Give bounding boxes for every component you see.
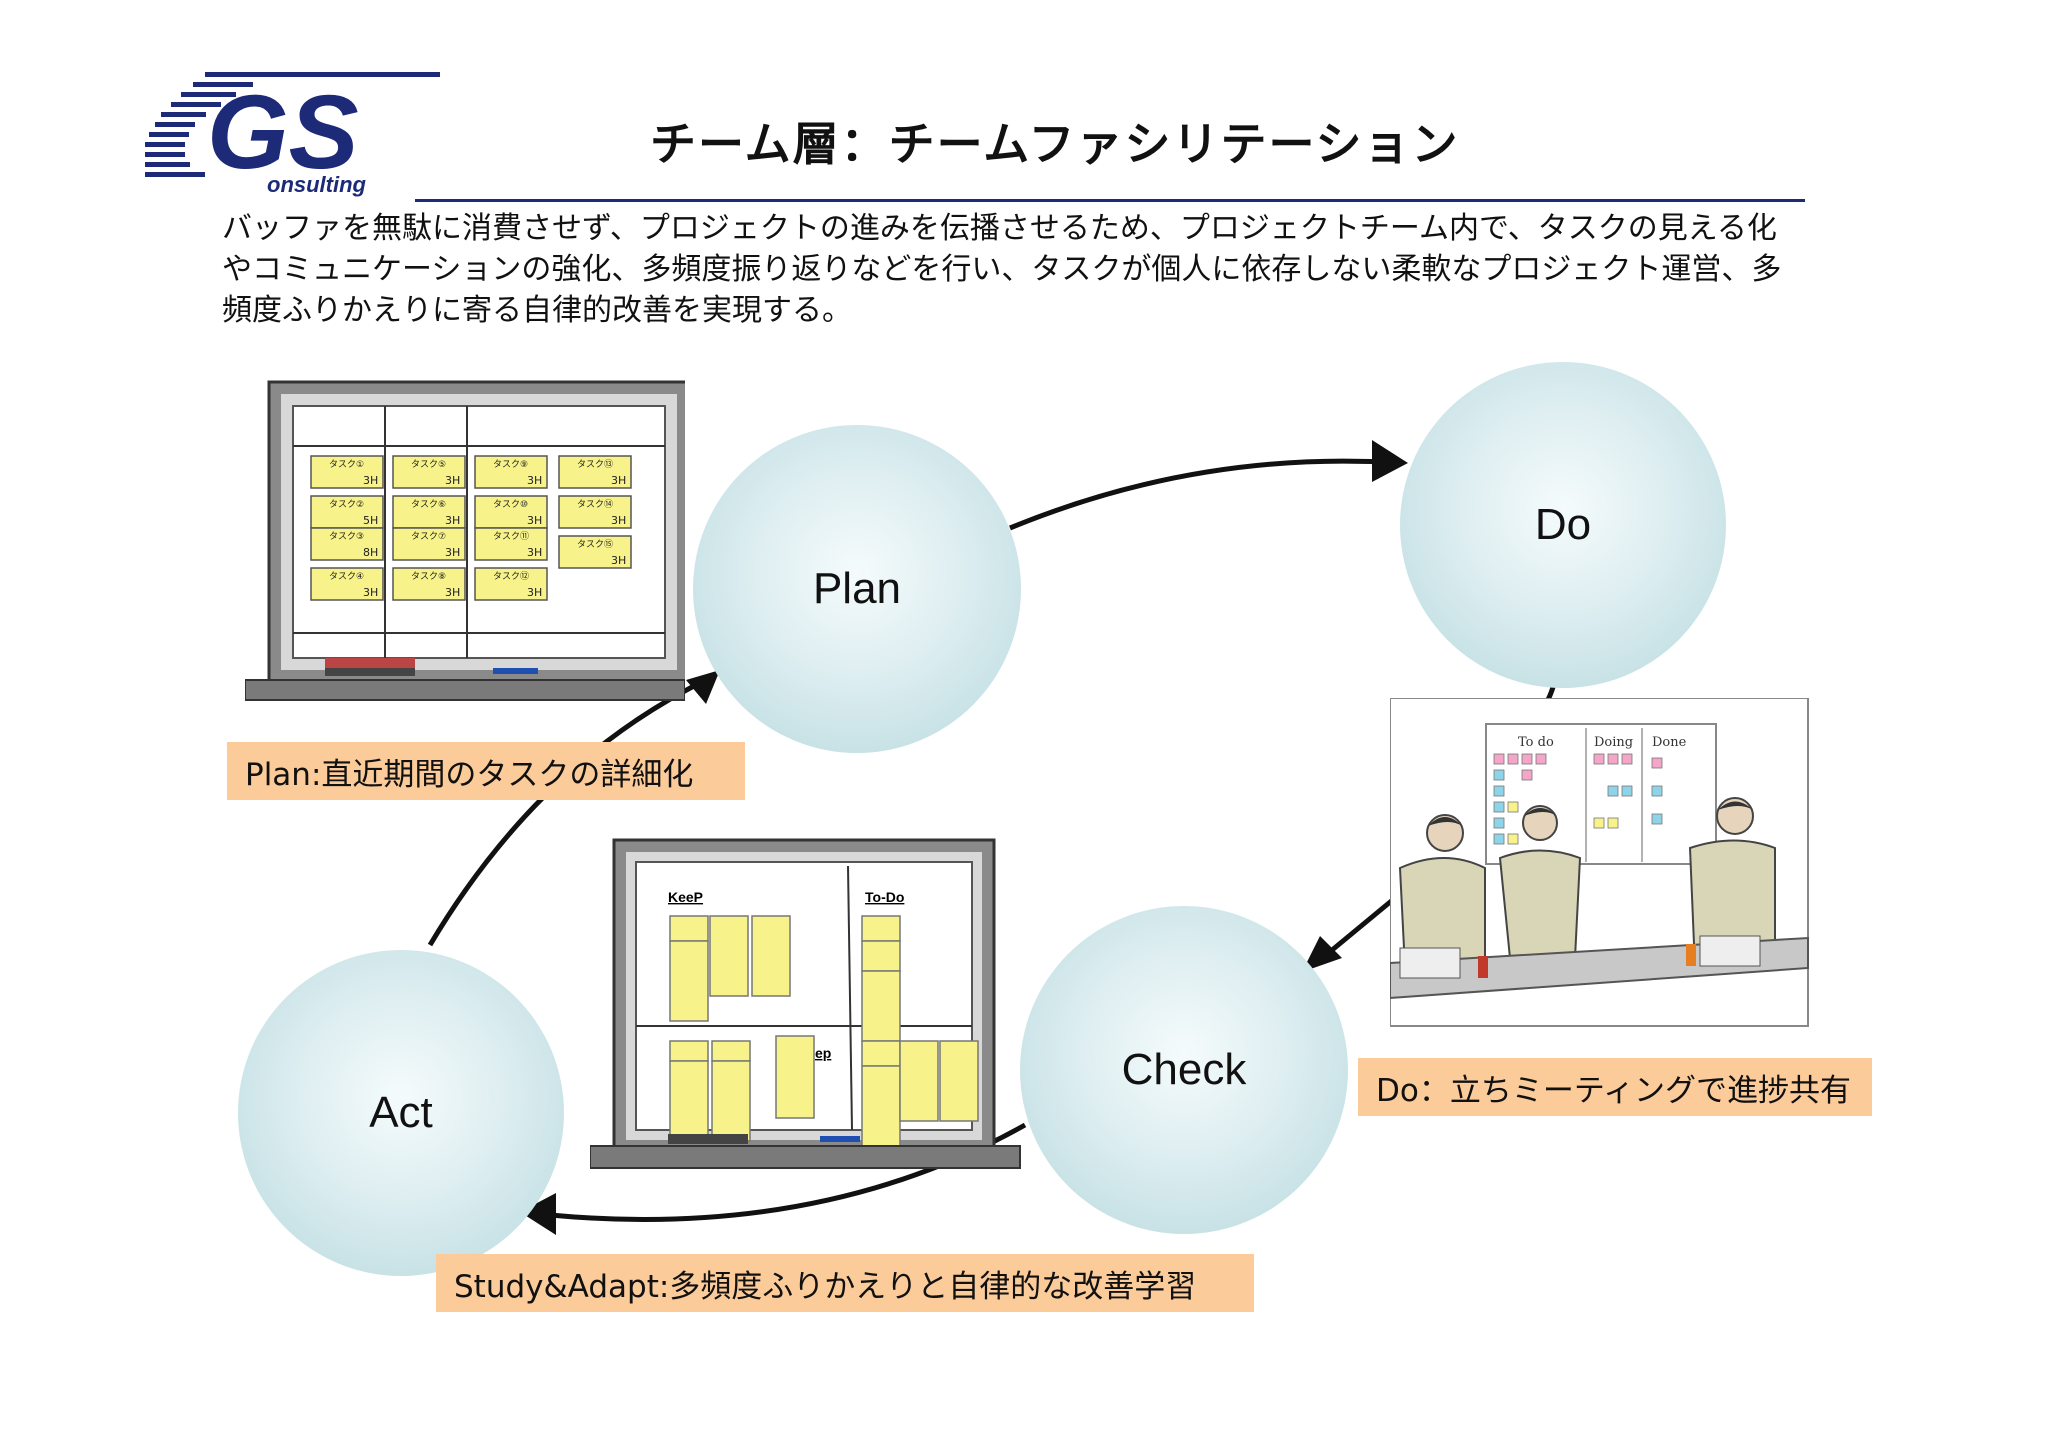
arrowhead-plan bbox=[686, 670, 720, 704]
task-name: タスク② bbox=[329, 499, 364, 510]
task-hours: 3H bbox=[527, 514, 542, 527]
arrowhead-do bbox=[1372, 440, 1408, 482]
task-name: タスク⑤ bbox=[411, 459, 446, 470]
task-hours: 3H bbox=[527, 546, 542, 559]
task-hours: 3H bbox=[445, 514, 460, 527]
task-name: タスク⑥ bbox=[411, 499, 446, 510]
gs-consulting-logo: GS onsulting bbox=[145, 72, 440, 197]
task-hours: 3H bbox=[527, 474, 542, 487]
task-hours: 3H bbox=[445, 586, 460, 599]
bottle-left bbox=[1478, 956, 1488, 978]
standup-illustration: To do Doing Done bbox=[1390, 698, 1809, 1027]
task-note: タスク⑦ 3H bbox=[392, 527, 466, 561]
task-note: タスク⑩ 3H bbox=[474, 495, 548, 529]
task-name: タスク⑦ bbox=[411, 531, 446, 542]
hair bbox=[1428, 801, 1753, 826]
logo-mark: GS bbox=[207, 74, 359, 191]
check-circle: Check bbox=[1020, 906, 1348, 1234]
task-note: タスク⑮ 3H bbox=[558, 535, 632, 569]
task-hours: 3H bbox=[445, 546, 460, 559]
col-todo: To do bbox=[1518, 735, 1554, 750]
intro-line: バッファを無駄に消費させず、プロジェクトの進みを伝播させるため、プロジェクトチー… bbox=[222, 211, 1777, 246]
page-title: チーム層：チームファシリテーション bbox=[650, 117, 1460, 171]
task-note: タスク⑭ 3H bbox=[558, 495, 632, 529]
bottle-right bbox=[1686, 944, 1696, 966]
task-note: タスク⑥ 3H bbox=[392, 495, 466, 529]
kpt-whiteboard: KeeP To-Do ep bbox=[590, 838, 1021, 1169]
task-name: タスク⑩ bbox=[493, 499, 528, 510]
task-hours: 3H bbox=[445, 474, 460, 487]
laptop-right bbox=[1699, 935, 1761, 967]
logo-subtext: onsulting bbox=[267, 172, 367, 197]
problem-heading-partial: ep bbox=[815, 1045, 831, 1061]
task-hours: 3H bbox=[363, 586, 378, 599]
task-hours: 8H bbox=[363, 546, 378, 559]
task-name: タスク⑬ bbox=[577, 459, 613, 470]
task-note: タスク⑫ 3H bbox=[474, 567, 548, 601]
plan-whiteboard: タスク①3Hタスク②5Hタスク③8Hタスク④3Hタスク⑤3Hタスク⑥3Hタスク⑦… bbox=[245, 380, 685, 701]
laptop-left bbox=[1399, 947, 1461, 979]
kpt-notes bbox=[669, 915, 979, 1147]
task-name: タスク③ bbox=[329, 531, 364, 542]
task-name: タスク⑪ bbox=[493, 531, 529, 542]
title-rule bbox=[415, 199, 1805, 202]
standup-notes bbox=[1493, 753, 1663, 845]
arrow-plan-to-do bbox=[1009, 455, 1404, 531]
task-hours: 3H bbox=[611, 554, 626, 567]
do-circle: Do bbox=[1400, 362, 1726, 688]
task-notes: タスク①3Hタスク②5Hタスク③8Hタスク④3Hタスク⑤3Hタスク⑥3Hタスク⑦… bbox=[310, 455, 632, 601]
task-hours: 3H bbox=[611, 514, 626, 527]
task-note: タスク⑤ 3H bbox=[392, 455, 466, 489]
do-label: Do：立ちミーティングで進捗共有 bbox=[1358, 1058, 1872, 1116]
col-done: Done bbox=[1652, 735, 1687, 750]
task-name: タスク⑭ bbox=[577, 499, 613, 510]
task-note: タスク⑨ 3H bbox=[474, 455, 548, 489]
task-hours: 3H bbox=[527, 586, 542, 599]
task-note: タスク③ 8H bbox=[310, 527, 384, 561]
arrowhead-check bbox=[1302, 936, 1342, 972]
plan-label: Plan:直近期間のタスクの詳細化 bbox=[227, 742, 745, 800]
task-hours: 5H bbox=[363, 514, 378, 527]
intro-text: バッファを無駄に消費させず、プロジェクトの進みを伝播させるため、プロジェクトチー… bbox=[222, 208, 1822, 331]
task-name: タスク⑧ bbox=[411, 571, 446, 582]
task-note: タスク⑬ 3H bbox=[558, 455, 632, 489]
task-note: タスク⑧ 3H bbox=[392, 567, 466, 601]
task-note: タスク④ 3H bbox=[310, 567, 384, 601]
task-name: タスク⑫ bbox=[493, 571, 529, 582]
col-doing: Doing bbox=[1594, 735, 1633, 750]
task-name: タスク⑨ bbox=[493, 459, 528, 470]
intro-line: やコミュニケーションの強化、多頻度振り返りなどを行い、タスクが個人に依存しない柔… bbox=[222, 252, 1782, 287]
task-note: タスク① 3H bbox=[310, 455, 384, 489]
task-note: タスク⑪ 3H bbox=[474, 527, 548, 561]
act-circle: Act bbox=[238, 950, 564, 1276]
arrowhead-act bbox=[520, 1193, 556, 1235]
task-note: タスク② 5H bbox=[310, 495, 384, 529]
task-name: タスク① bbox=[329, 459, 364, 470]
intro-line: 頻度ふりかえりに寄る自律的改善を実現する。 bbox=[222, 293, 852, 328]
task-hours: 3H bbox=[363, 474, 378, 487]
plan-circle: Plan bbox=[693, 425, 1021, 753]
act-label: Study&Adapt:多頻度ふりかえりと自律的な改善学習 bbox=[436, 1254, 1254, 1312]
keep-heading: KeeP bbox=[668, 889, 703, 905]
task-hours: 3H bbox=[611, 474, 626, 487]
todo-heading: To-Do bbox=[865, 889, 904, 905]
task-name: タスク④ bbox=[329, 571, 364, 582]
task-name: タスク⑮ bbox=[577, 539, 613, 550]
